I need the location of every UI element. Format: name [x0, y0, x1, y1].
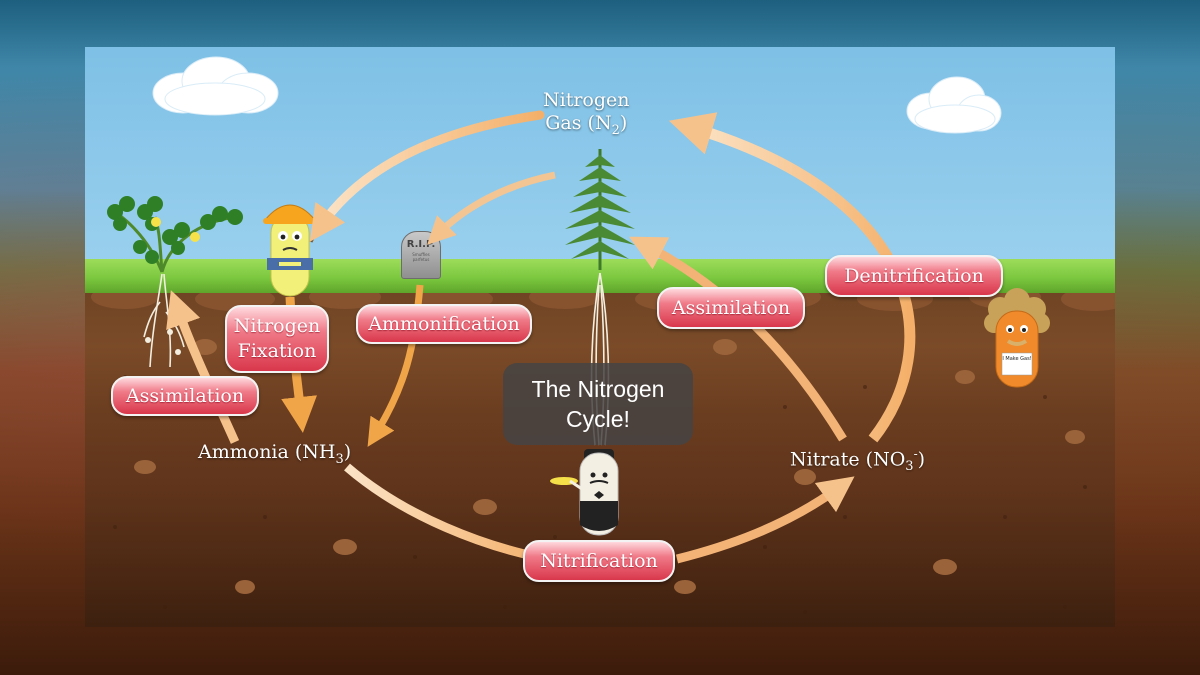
node-nitrogen-gas: Nitrogen Gas (N2): [543, 89, 630, 142]
cloud-left: [152, 56, 279, 116]
process-nitrogen-fixation: Nitrogen Fixation: [225, 305, 329, 373]
ammonia-subscript: 3: [335, 451, 344, 467]
title-line1: The Nitrogen: [531, 376, 665, 402]
tombstone-subtext: Smuffies parfetus: [412, 252, 430, 262]
nitrogen-gas-formula: Gas (N: [545, 112, 612, 134]
process-nitrification: Nitrification: [523, 540, 675, 582]
nitrifying-bacterium-waiter: [550, 449, 619, 536]
arrow-fern-to-tombstone: [427, 171, 556, 245]
nitrate-superscript: -: [913, 447, 918, 461]
node-nitrate: Nitrate (NO3-): [790, 447, 925, 474]
nitrate-close: ): [917, 448, 926, 471]
process-ammonification: Ammonification: [356, 304, 532, 344]
nitrate-formula: Nitrate (NO: [790, 448, 906, 471]
cloud-right: [906, 76, 1002, 134]
ammonia-close: ): [343, 441, 352, 463]
arrow-n2-to-fixation: [309, 110, 545, 242]
title-line2: Cycle!: [566, 406, 630, 432]
process-assimilation-right: Assimilation: [657, 287, 805, 329]
clover-plant: [107, 196, 243, 368]
process-assimilation-left: Assimilation: [111, 376, 259, 416]
diagram-title: The Nitrogen Cycle!: [503, 363, 693, 445]
nitrate-subscript: 3: [905, 459, 914, 475]
bacterium-sign-text: I Make Gas!: [1002, 356, 1032, 362]
process-denitrification: Denitrification: [825, 255, 1003, 297]
arrow-ammonia-to-nitrification: [344, 463, 548, 564]
nitrogen-gas-line2: Gas (N2): [543, 112, 630, 142]
arrow-nitrate-to-fern: [629, 236, 847, 442]
tombstone-text: R.I.P.: [406, 239, 436, 250]
arrow-nitrification-to-nitrate: [675, 476, 855, 564]
nitrogen-fixation-line1: Nitrogen: [233, 315, 321, 337]
nitrogen-gas-close: ): [619, 112, 628, 134]
denitrifying-bacterium: [984, 288, 1050, 388]
nitrogen-fixing-bacterium: [263, 204, 325, 297]
nitrogen-cycle-scene: R.I.P. Smuffies parfetus: [85, 47, 1115, 627]
ammonia-formula: Ammonia (NH: [198, 441, 336, 463]
nitrogen-gas-line1: Nitrogen: [543, 89, 630, 111]
node-ammonia: Ammonia (NH3): [198, 441, 351, 467]
nitrogen-gas-subscript: 2: [611, 122, 620, 138]
nitrogen-fixation-line2: Fixation: [237, 340, 317, 362]
